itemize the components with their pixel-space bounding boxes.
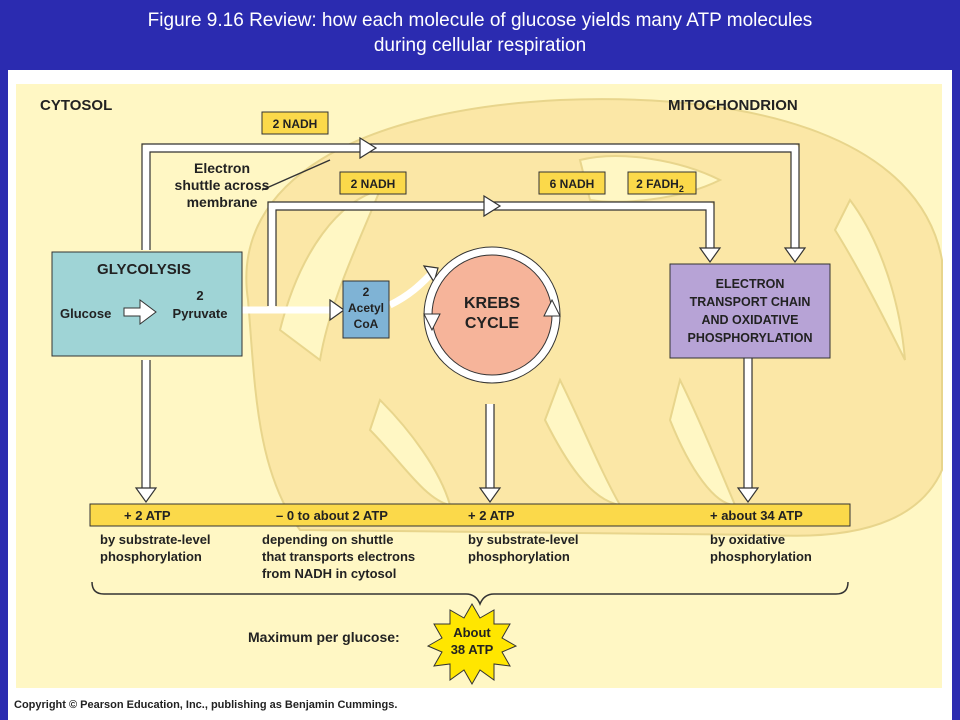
desc-oxidative-2: phosphorylation: [710, 549, 812, 564]
pyruvate-label: Pyruvate: [173, 306, 228, 321]
shuttle-pointer: [261, 159, 331, 191]
sum-bracket: [91, 581, 849, 607]
pathway-arrows: [142, 144, 799, 490]
cytosol-label: CYTOSOL: [40, 97, 112, 114]
desc-oxidative-1: by oxidative: [710, 532, 785, 547]
svg-text:2: 2: [363, 285, 370, 299]
svg-text:About: About: [453, 625, 491, 640]
atp-starburst: About 38 ATP: [426, 602, 518, 686]
maximum-label: Maximum per glucose:: [248, 629, 400, 645]
atp-yield-bar: [89, 503, 851, 527]
arrowheads: [134, 136, 807, 504]
desc-shuttle-2: that transports electrons: [262, 549, 415, 564]
svg-text:38 ATP: 38 ATP: [451, 642, 494, 657]
desc-glycolysis-2: phosphorylation: [100, 549, 202, 564]
svg-text:PHOSPHORYLATION: PHOSPHORYLATION: [687, 331, 812, 345]
svg-text:Acetyl: Acetyl: [348, 301, 384, 315]
atp-yield-shuttle: – 0 to about 2 ATP: [276, 508, 388, 523]
title-line-1: Figure 9.16 Review: how each molecule of…: [147, 10, 813, 31]
svg-text:AND OXIDATIVE: AND OXIDATIVE: [702, 313, 799, 327]
atp-yield-krebs: + 2 ATP: [468, 508, 515, 523]
svg-text:2 NADH: 2 NADH: [273, 117, 318, 131]
svg-text:KREBS: KREBS: [464, 295, 520, 312]
copyright-notice: Copyright © Pearson Education, Inc., pub…: [14, 699, 397, 711]
carrier-nadh-acetyl: 2 NADH: [339, 171, 407, 195]
shuttle-label: Electron shuttle across membrane: [175, 160, 270, 210]
svg-text:membrane: membrane: [187, 194, 258, 210]
svg-text:6 NADH: 6 NADH: [550, 177, 595, 191]
svg-text:TRANSPORT CHAIN: TRANSPORT CHAIN: [690, 295, 811, 309]
figure-title: Figure 9.16 Review: how each molecule of…: [0, 8, 960, 58]
glucose-label: Glucose: [60, 306, 111, 321]
krebs-cycle: KREBS CYCLE: [423, 246, 561, 384]
glycolysis-title: GLYCOLYSIS: [97, 261, 191, 278]
svg-text:shuttle across: shuttle across: [175, 177, 270, 193]
desc-shuttle-1: depending on shuttle: [262, 532, 393, 547]
svg-text:Electron: Electron: [194, 160, 250, 176]
carrier-fadh2: 2 FADH2: [627, 171, 697, 195]
svg-text:ELECTRON: ELECTRON: [716, 277, 785, 291]
desc-shuttle-3: from NADH in cytosol: [262, 566, 396, 581]
svg-text:CoA: CoA: [354, 317, 379, 331]
atp-yield-oxidative: + about 34 ATP: [710, 508, 803, 523]
desc-glycolysis-1: by substrate-level: [100, 532, 211, 547]
desc-krebs-2: phosphorylation: [468, 549, 570, 564]
svg-text:2 FADH2: 2 FADH2: [636, 177, 684, 194]
carrier-nadh-krebs: 6 NADH: [538, 171, 606, 195]
pyruvate-count: 2: [196, 288, 203, 303]
mitochondrion-label: MITOCHONDRION: [668, 97, 798, 114]
title-line-2: during cellular respiration: [373, 35, 587, 56]
svg-text:2 NADH: 2 NADH: [351, 177, 396, 191]
desc-krebs-1: by substrate-level: [468, 532, 579, 547]
glycolysis-box: GLYCOLYSIS Glucose 2 Pyruvate: [51, 251, 243, 357]
svg-text:CYCLE: CYCLE: [465, 315, 520, 332]
etc-box: ELECTRON TRANSPORT CHAIN AND OXIDATIVE P…: [669, 263, 831, 359]
glucose-to-pyruvate-arrow: [123, 299, 157, 325]
acetyl-coa-box: 2 Acetyl CoA: [342, 280, 390, 339]
atp-yield-glycolysis: + 2 ATP: [124, 508, 171, 523]
carrier-nadh-shuttle: 2 NADH: [261, 111, 329, 135]
